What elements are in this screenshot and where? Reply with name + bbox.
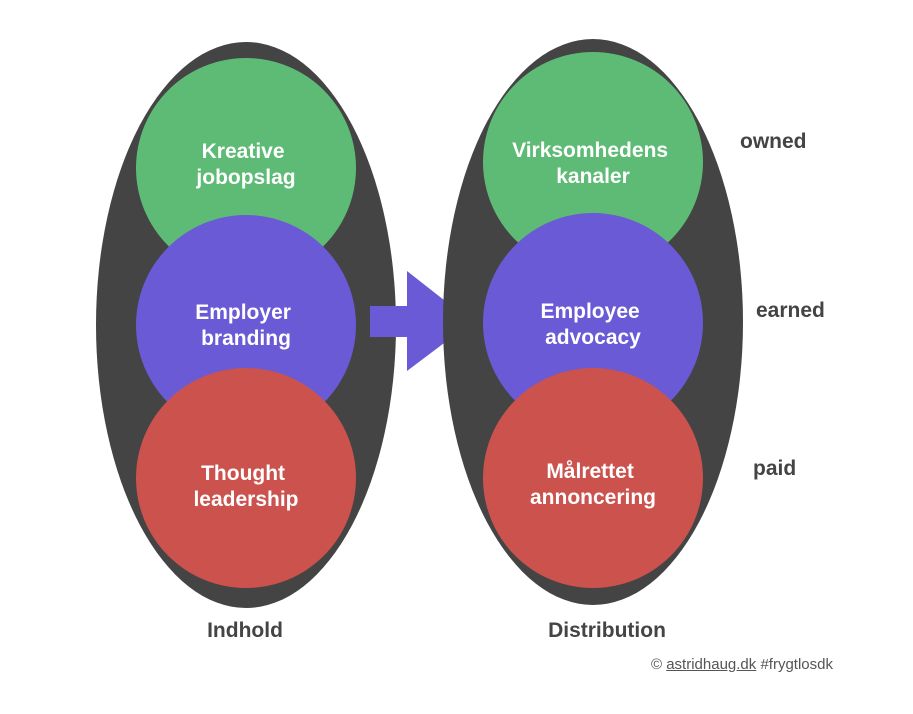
side-label-owned: owned [740, 130, 807, 153]
right-group-label: Distribution [548, 619, 666, 642]
side-label-earned: earned [756, 299, 825, 322]
side-label-paid: paid [753, 457, 796, 480]
left-group-label: Indhold [207, 619, 283, 642]
left-circle-top-label: Kreative jobopslag [195, 140, 295, 189]
copyright-symbol: © [650, 656, 663, 673]
right-arrow-icon [370, 271, 472, 371]
right-circle-middle [483, 213, 703, 433]
left-circle-bottom-label: Thought leadership [193, 462, 298, 511]
right-group: Virksomhedens kanaler Employee advocacy … [443, 39, 743, 605]
right-circle-top [483, 52, 703, 272]
right-circle-bottom-label: Målrettet annoncering [530, 460, 656, 509]
left-circle-top [136, 58, 356, 278]
left-circle-middle [136, 215, 356, 435]
left-circle-middle-label: Employer branding [195, 301, 297, 350]
right-circle-bottom [483, 368, 703, 588]
left-circle-bottom [136, 368, 356, 588]
right-circle-top-label: Virksomhedens kanaler [512, 139, 674, 188]
left-group: Kreative jobopslag Employer branding Tho… [96, 42, 396, 608]
right-circle-middle-label: Employee advocacy [540, 300, 645, 349]
credit-line: © astridhaug.dk #frygtlosdk [651, 656, 833, 673]
credit-hashtag: #frygtlosdk [760, 656, 833, 673]
credit-link[interactable]: astridhaug.dk [666, 656, 757, 673]
